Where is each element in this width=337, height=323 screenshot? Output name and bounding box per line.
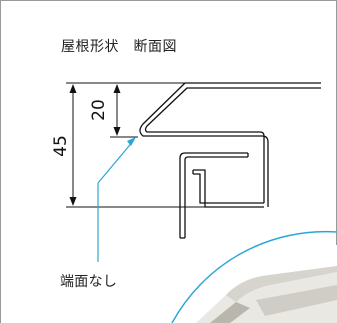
dimension-total-label: 45 [51,135,71,157]
photo-roof-edge [226,266,337,302]
dimension-total-arrow-top [69,84,77,93]
callout-label: 端面なし [60,274,118,290]
dimension-total-arrow-bottom [69,197,77,206]
dimension-upper-arrow-top [113,84,121,93]
callout-leader-diagonal [97,139,135,184]
dimension-total [69,84,77,206]
dimension-upper-arrow-bottom [113,127,121,136]
roof-profile [139,82,321,239]
photo-roof-dark [210,302,250,323]
callout-arrowhead [127,137,136,146]
roof-profile-outer [139,82,321,207]
callout-leader [97,139,135,262]
return-outer [193,169,264,208]
dimension-upper-label: 20 [89,99,109,121]
roof-profile-inner [144,87,321,203]
hook-outer [179,152,248,238]
detail-inset-circle [171,230,337,323]
diagram-title: 屋根形状 断面図 [61,39,177,55]
dimension-upper [113,84,121,136]
hook-inner [184,156,248,238]
return-inner [193,173,264,204]
photo-roof-shadow [256,285,337,316]
detail-photo-inset [162,245,337,323]
